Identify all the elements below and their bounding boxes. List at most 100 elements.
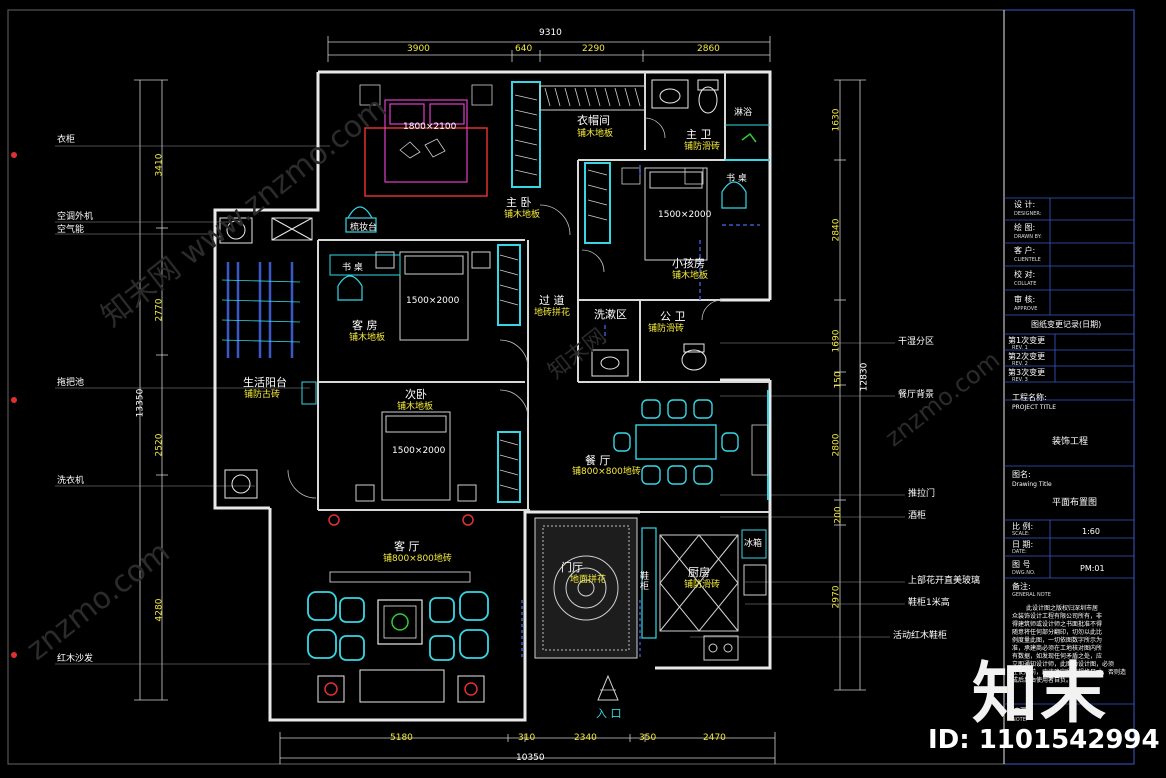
tb-note-line-4: 例度量此图，一切依图数字所示为 [1012, 637, 1103, 644]
foyer-label: 门厅 [561, 561, 583, 574]
dim-right-1: 1630 [831, 108, 842, 132]
wardrobe-floor: 铺木地板 [577, 129, 614, 139]
dining-sideboard [751, 424, 769, 476]
tb-note-line-3: 随意将任何部分翻印，切勿以此比 [1012, 629, 1103, 636]
dim-right-6: 200 [833, 506, 844, 524]
living-label: 客 厅 [394, 540, 420, 553]
wash-area-label: 洗漱区 [594, 308, 627, 321]
tb-note-line-5: 准，承建商必须在工地核对图内所 [1012, 645, 1103, 652]
wardrobe-room-label: 衣帽间 [577, 114, 610, 127]
title-block-lines [1004, 197, 1134, 705]
tb-scale-en: SCALE: [1012, 531, 1030, 537]
dim-left-total: 13350 [135, 388, 146, 418]
balcony [219, 217, 313, 499]
corridor-label: 过 道 [539, 294, 565, 307]
tb-client-en: CLIENTELE [1014, 257, 1041, 263]
shoe-cabinet-rect [641, 527, 657, 639]
fridge-label: 冰箱 [744, 539, 763, 549]
kid-room-label: 小孩房 [672, 257, 705, 270]
kid-room-floor: 铺木地板 [672, 271, 709, 281]
dim-right-2: 2840 [831, 218, 842, 242]
dim-top-4: 2860 [697, 44, 720, 54]
balcony-floor: 铺防古砖 [244, 390, 281, 400]
right-leaders [690, 342, 905, 638]
dim-right-4: 150 [833, 371, 844, 389]
label-dining-bg: 餐厅背景 [898, 390, 935, 400]
dim-top-total: 9310 [539, 28, 562, 38]
second-bed-size: 1500×2000 [392, 446, 446, 456]
label-wine-cabinet: 酒柜 [908, 511, 927, 521]
dim-bottom-2: 310 [518, 733, 536, 743]
left-leaders [55, 145, 330, 665]
tb-designer: 设 计: [1014, 200, 1036, 209]
tb-scale-value: 1:60 [1082, 527, 1100, 536]
outer-walls [213, 70, 772, 722]
tb-note-line-9: 成后果由使用者自负。 [1012, 677, 1073, 684]
tb-change-record: 图纸变更记录(日期) [1031, 320, 1102, 329]
dim-right-5: 2800 [831, 433, 842, 457]
desk-label-2: 书 桌 [342, 263, 363, 273]
tb-note-line-6: 有数据，如发现任何矛盾之处，应 [1012, 653, 1103, 660]
foyer-carpet [534, 517, 638, 659]
dim-left-4: 4280 [154, 598, 165, 622]
tb-note-line-7: 立即通知设计师，此图为设计图，必须 [1012, 661, 1115, 668]
tb-client: 客 户: [1014, 246, 1036, 255]
master-bed [384, 99, 468, 183]
second-bed-label: 次卧 [405, 388, 427, 401]
master-bed-floor: 铺木地板 [504, 210, 541, 220]
label-movable-shoe: 活动红木鞋柜 [893, 631, 948, 641]
tb-rev2: 第2次变更 [1008, 352, 1046, 361]
guest-chair [337, 275, 363, 301]
left-dimensions [134, 79, 168, 701]
guest-room-label: 客 房 [352, 319, 378, 332]
dim-left-2: 2770 [154, 298, 165, 322]
section-markers [11, 152, 17, 658]
corridor-floor: 地砖拼花 [534, 308, 571, 318]
brand-logo: 知末 [972, 655, 1108, 732]
tb-note-line-1: 众装饰设计工程有限公司所有，非 [1012, 613, 1103, 620]
label-mop-sink: 拖把池 [57, 378, 85, 388]
master-bath-label: 主 卫 [686, 128, 712, 141]
tb-note-line-8: 在使用前，应该确定所有规格尺寸，否则造 [1012, 669, 1127, 676]
shoe-cabinet-label: 鞋 柜 [640, 572, 650, 592]
tb-approve: 审 核: [1014, 295, 1036, 304]
dim-bottom-total: 10350 [516, 753, 545, 763]
top-dimensions [327, 36, 771, 62]
tb-project-en: PROJECT TITLE [1012, 404, 1057, 411]
tb-rev3-en: REV. 3 [1012, 377, 1028, 383]
coffee-table [377, 599, 423, 645]
dim-left-3: 2520 [154, 433, 165, 457]
public-bath-label: 公 卫 [660, 310, 686, 323]
tb-rev2-en: REV. 2 [1012, 361, 1028, 367]
dim-right-3: 1690 [831, 329, 842, 353]
living-floor: 铺800×800地砖 [383, 554, 452, 564]
tb-rev1: 第1次变更 [1008, 336, 1046, 345]
sofa-bench [359, 669, 445, 703]
wardrobe-hangers [499, 87, 641, 491]
bottom-dimensions [279, 732, 776, 764]
dim-top-2: 640 [515, 44, 533, 54]
master-bed-size: 1800×2100 [403, 122, 457, 132]
public-bath-floor: 铺防滑砖 [648, 324, 685, 334]
master-bath-floor: 铺防滑砖 [684, 142, 721, 152]
kid-bed-size: 1500×2000 [658, 210, 712, 220]
tb-note-cn: 备注: [1012, 582, 1031, 591]
tb-approve-en: APPROVE [1014, 306, 1038, 312]
label-washer: 洗衣机 [57, 476, 85, 486]
tb-designer-en: DESIGNER: [1014, 211, 1042, 217]
mop-sink [301, 381, 317, 405]
tb-note-line-2: 得建筑师或设计师之书面批准不得 [1012, 621, 1103, 628]
right-dimensions [834, 79, 866, 691]
dining-set [613, 399, 739, 485]
balcony-label: 生活阳台 [243, 376, 287, 389]
tb-project-value: 装饰工程 [1052, 437, 1089, 447]
dresser-label: 梳妆台 [350, 223, 378, 233]
drying-rack [226, 262, 294, 358]
kid-room-chair [721, 181, 747, 209]
dim-bottom-5: 2470 [703, 733, 726, 743]
tb-drawing-en: Drawing Title [1012, 481, 1052, 488]
kitchen-label: 厨房 [688, 566, 710, 579]
dim-top-1: 3900 [407, 44, 430, 54]
label-air-energy: 空气能 [57, 225, 85, 235]
